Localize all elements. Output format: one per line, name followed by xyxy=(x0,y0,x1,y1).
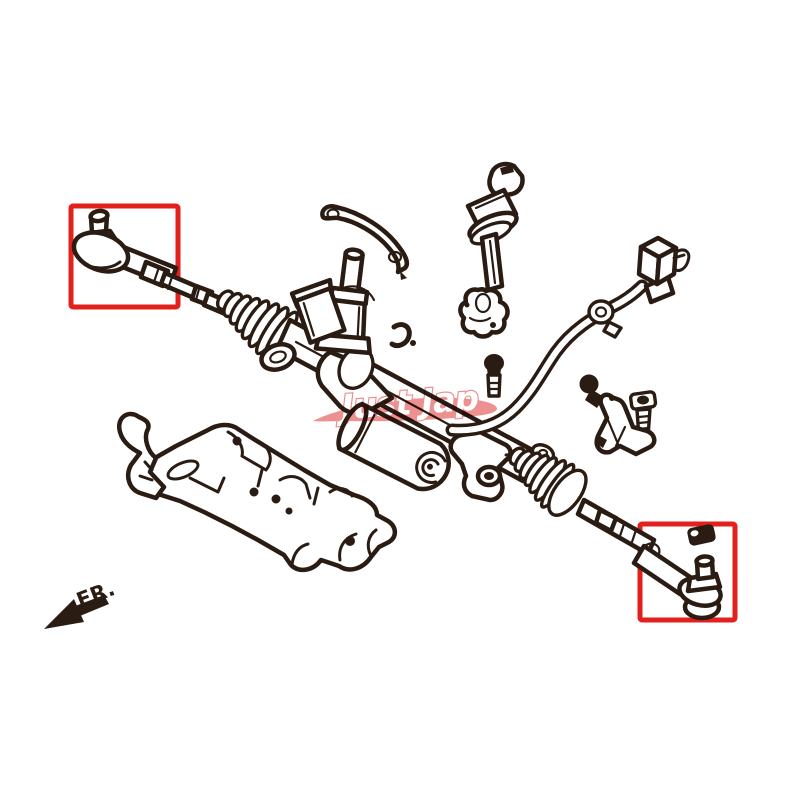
highlight-right-tie-rod-end xyxy=(637,521,738,623)
highlight-left-tie-rod-end xyxy=(68,203,181,310)
front-crossmember xyxy=(116,411,398,573)
wiring-harness-connector xyxy=(445,235,691,437)
pinion-side-bracket xyxy=(289,277,347,345)
hose-clamp xyxy=(336,285,416,349)
right-steering-boot xyxy=(508,446,588,517)
fr-label: FR. xyxy=(73,576,118,612)
right-outer-tie-rod-end xyxy=(631,543,723,621)
watermark-swoosh xyxy=(313,397,498,422)
mounting-bolt-a xyxy=(484,354,504,398)
harness-clip xyxy=(587,299,623,339)
lock-nut xyxy=(687,524,716,546)
front-direction-arrow: FR. xyxy=(44,576,118,629)
left-inner-tie-rod xyxy=(138,259,237,319)
curved-bracket xyxy=(320,204,409,280)
rack-mount-bushing xyxy=(259,342,297,372)
intermediate-shaft-u-joint xyxy=(458,161,525,339)
electric-motor xyxy=(336,401,451,492)
harness-bracket xyxy=(594,392,657,457)
